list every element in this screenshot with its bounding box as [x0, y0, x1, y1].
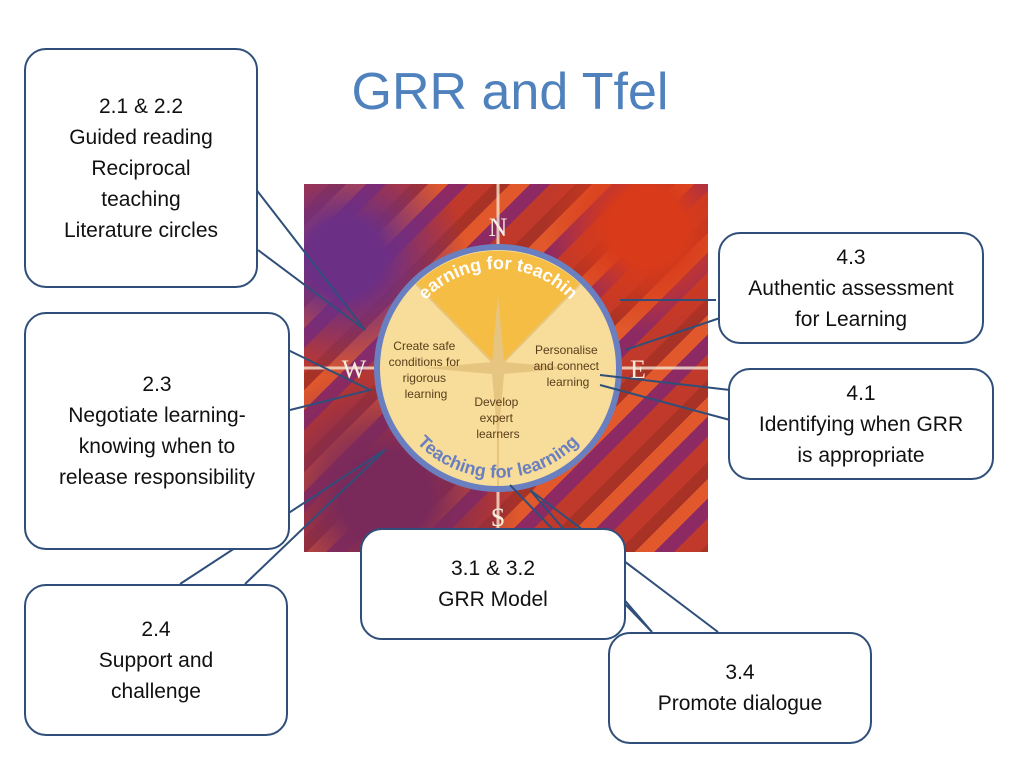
callout-line: challenge — [111, 679, 201, 703]
callout-line: Authentic assessment — [748, 276, 954, 300]
callout-line: for Learning — [794, 307, 908, 331]
callout-line: Identifying when GRR — [758, 412, 964, 436]
slide-title: GRR and Tfel — [351, 63, 669, 121]
callout-line: 2.4 — [141, 617, 171, 641]
callout-line: GRR Model — [438, 588, 548, 611]
callout-line: Support and — [98, 648, 214, 672]
callout-3-4-promote-dialogue: 3.4 Promote dialogue — [608, 632, 872, 744]
callout-line: 3.1 & 3.2 — [450, 557, 536, 580]
compass-s: S — [491, 503, 505, 532]
segment-safe-conditions: Create safe conditions for rigorous lear… — [389, 339, 464, 401]
callout-2-4-support-challenge: 2.4 Support and challenge — [24, 584, 288, 736]
callout-line: knowing when to — [78, 435, 236, 458]
callout-line: Negotiate learning- — [68, 404, 246, 427]
callout-line: Promote dialogue — [657, 692, 823, 715]
compass-n: N — [489, 213, 508, 242]
callout-line: is appropriate — [797, 443, 925, 467]
compass-e: E — [630, 355, 646, 384]
compass-w: W — [342, 355, 367, 384]
callout-line: 4.1 — [846, 381, 876, 405]
callout-4-3-authentic-assessment: 4.3 Authentic assessment for Learning — [718, 232, 984, 344]
callout-line: release responsibility — [58, 466, 256, 489]
callout-2-3-negotiate-learning: 2.3 Negotiate learning- knowing when to … — [24, 312, 290, 550]
callout-line: Reciprocal — [91, 156, 191, 180]
callout-4-1-identifying-grr: 4.1 Identifying when GRR is appropriate — [728, 368, 994, 480]
segment-expert-learners: Develop expert learners — [474, 395, 521, 441]
callout-3-1-grr-model: 3.1 & 3.2 GRR Model — [360, 528, 626, 640]
callout-line: teaching — [101, 187, 181, 211]
callout-line: 2.1 & 2.2 — [98, 94, 184, 118]
callout-line: 2.3 — [142, 373, 172, 396]
callout-line: Guided reading — [69, 125, 213, 149]
compass-artwork: N E S W Learning for teaching Teaching f… — [304, 184, 708, 552]
callout-2-1-guided-reading: 2.1 & 2.2 Guided reading Reciprocal teac… — [24, 48, 258, 288]
callout-line: 4.3 — [836, 245, 866, 269]
callout-line: Literature circles — [63, 218, 219, 242]
compass-wheel: N E S W Learning for teaching Teaching f… — [304, 184, 708, 552]
segment-personalise: Personalise and connect learning — [534, 343, 603, 389]
callout-line: 3.4 — [725, 661, 755, 684]
